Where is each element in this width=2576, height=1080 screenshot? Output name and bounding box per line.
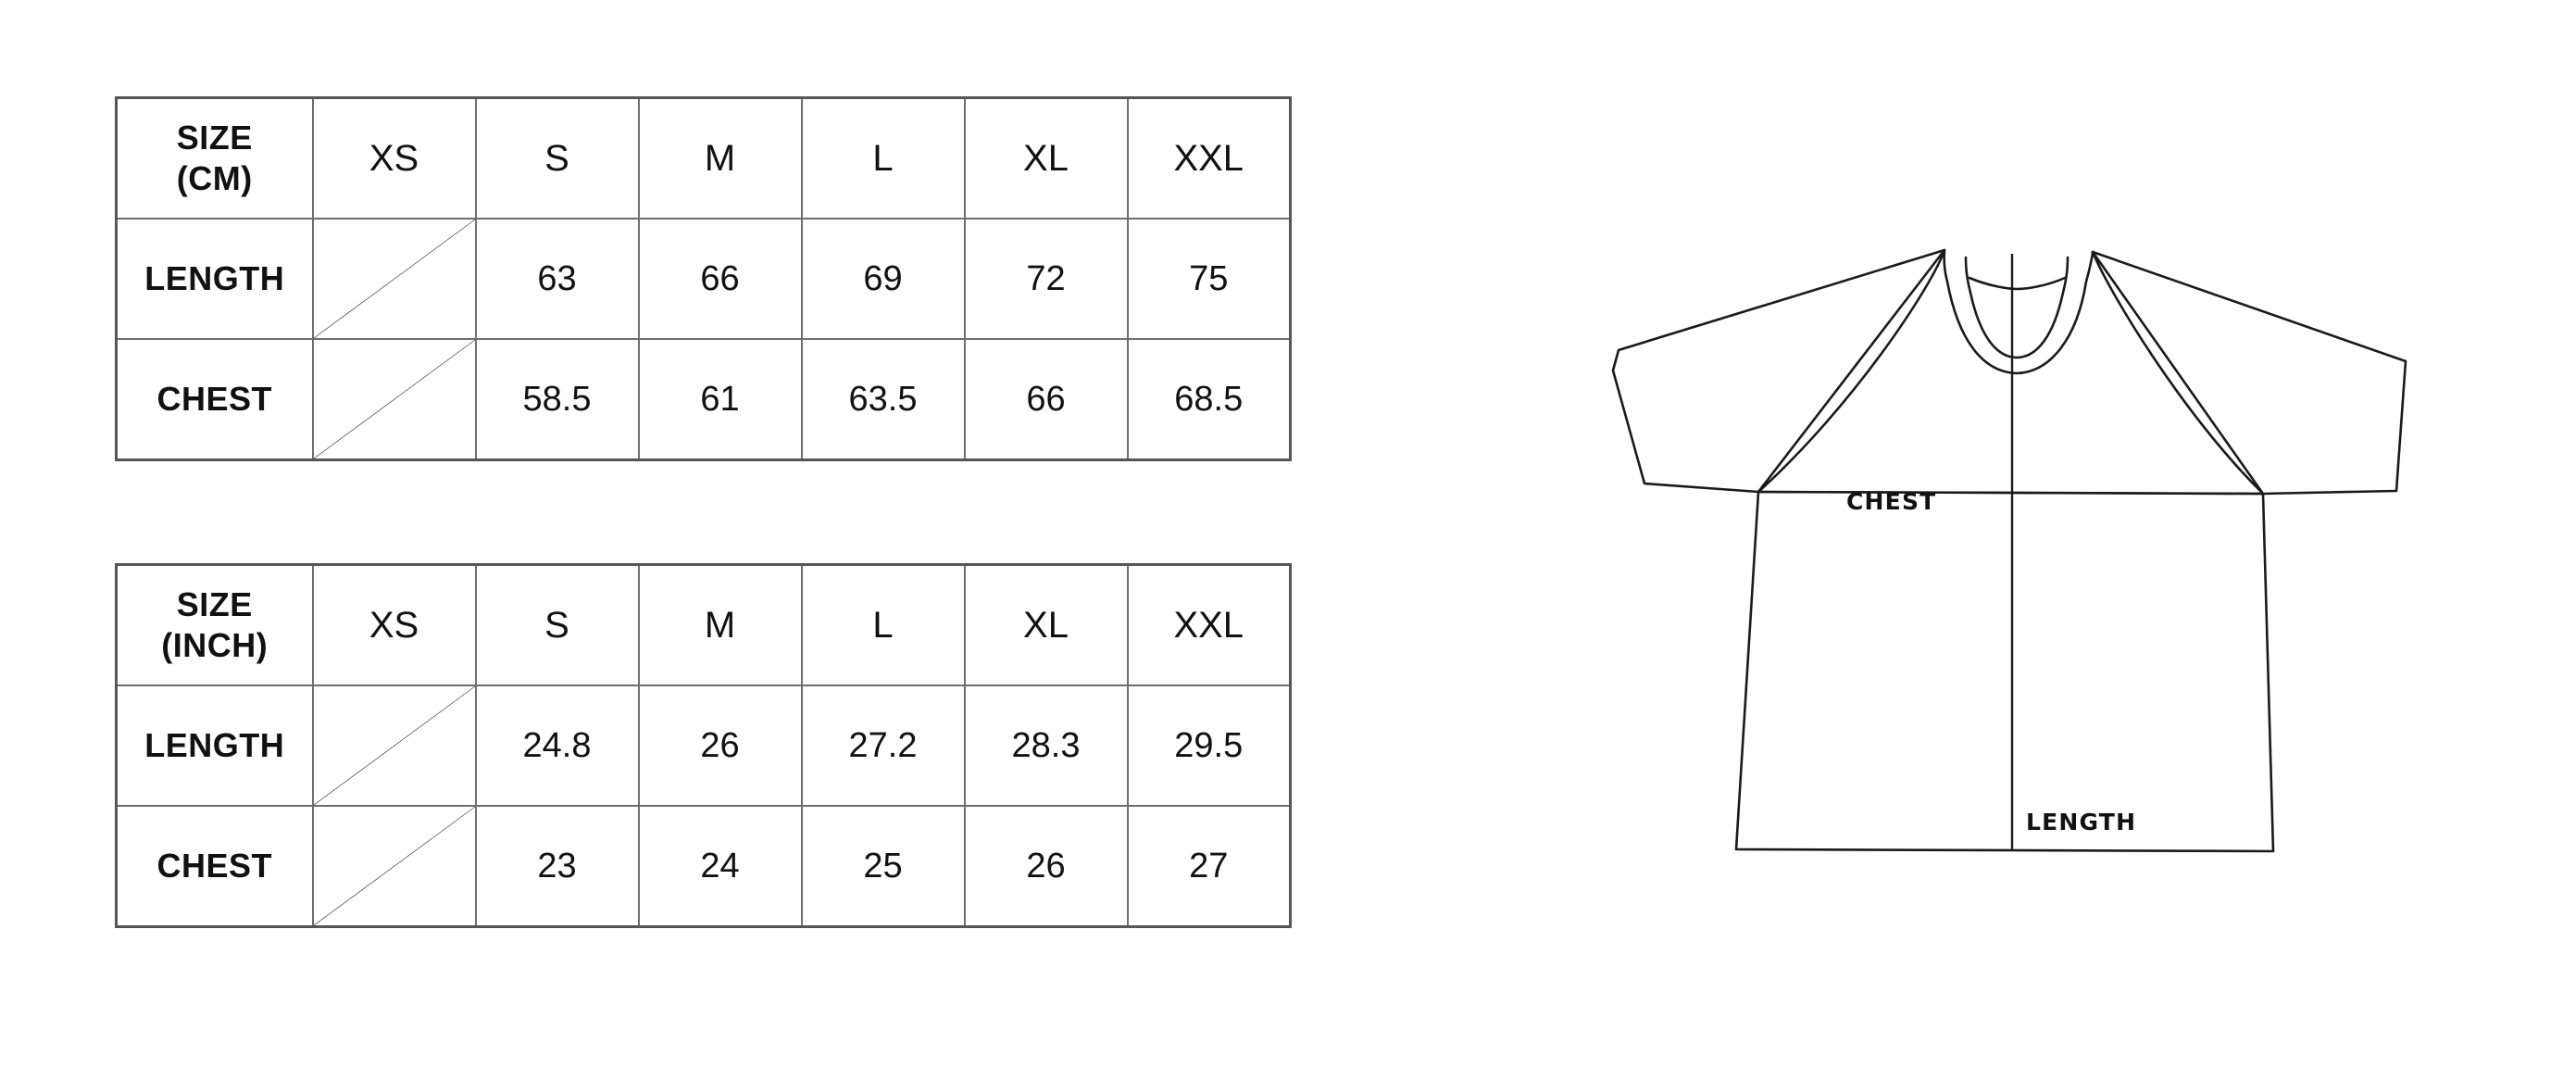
diagonal-slash-icon — [314, 340, 475, 458]
neck-opening-arc — [1968, 276, 2067, 291]
cell-chest-l: 25 — [800, 805, 966, 928]
cell-length-l: 27.2 — [800, 684, 966, 807]
table-row: CHEST 58.5 61 63.5 66 68.5 — [115, 338, 1292, 461]
right-raglan-seam — [2091, 250, 2265, 496]
row-header-length: LENGTH — [115, 218, 314, 340]
left-raglan-seam — [1757, 248, 1946, 494]
unavailable-cell — [311, 218, 477, 340]
column-header-l: L — [800, 96, 966, 220]
column-header-xs: XS — [311, 563, 477, 686]
unavailable-cell — [311, 805, 477, 928]
column-header-s: S — [474, 563, 640, 686]
cell-length-xl: 72 — [963, 218, 1129, 340]
diagonal-slash-icon — [314, 220, 475, 338]
cell-length-s: 63 — [474, 218, 640, 340]
cell-chest-xxl: 68.5 — [1126, 338, 1292, 461]
cell-chest-s: 58.5 — [474, 338, 640, 461]
size-table-inch: SIZE (INCH) XS S M L XL XXL LENGTH 24.8 … — [115, 563, 1292, 928]
table-header-row: SIZE (CM) XS S M L XL XXL — [115, 96, 1292, 220]
cell-length-m: 26 — [637, 684, 803, 807]
table-row: CHEST 23 24 25 26 27 — [115, 805, 1292, 928]
size-word: SIZE — [176, 585, 253, 624]
cell-length-l: 69 — [800, 218, 966, 340]
collar-outer-edge — [1943, 248, 2095, 375]
cell-chest-l: 63.5 — [800, 338, 966, 461]
table-row: LENGTH 63 66 69 72 75 — [115, 218, 1292, 340]
tshirt-measurement-diagram — [1574, 185, 2445, 917]
cell-chest-m: 61 — [637, 338, 803, 461]
unavailable-cell — [311, 338, 477, 461]
cell-length-s: 24.8 — [474, 684, 640, 807]
column-header-m: M — [637, 563, 803, 686]
cell-chest-xl: 26 — [963, 805, 1129, 928]
column-header-xxl: XXL — [1126, 563, 1292, 686]
cell-length-m: 66 — [637, 218, 803, 340]
tshirt-outline-icon — [1611, 248, 2407, 853]
cell-length-xxl: 29.5 — [1126, 684, 1292, 807]
length-measurement-label: LENGTH — [2026, 809, 2137, 835]
diagonal-slash-icon — [314, 686, 475, 805]
chest-measurement-label: CHEST — [1846, 488, 1937, 515]
column-header-xxl: XXL — [1126, 96, 1292, 220]
column-header-xl: XL — [963, 563, 1129, 686]
column-header-l: L — [800, 563, 966, 686]
row-header-length: LENGTH — [115, 684, 314, 807]
unit-word: (CM) — [176, 159, 253, 197]
table-header-unit-cell: SIZE (INCH) — [115, 563, 314, 686]
cell-chest-m: 24 — [637, 805, 803, 928]
cell-length-xl: 28.3 — [963, 684, 1129, 807]
table-row: LENGTH 24.8 26 27.2 28.3 29.5 — [115, 684, 1292, 807]
row-header-chest: CHEST — [115, 805, 314, 928]
column-header-s: S — [474, 96, 640, 220]
shirt-body-outline — [1734, 490, 2275, 853]
chest-measurement-line — [1757, 490, 2264, 496]
unit-word: (INCH) — [161, 626, 269, 664]
unavailable-cell — [311, 684, 477, 807]
cell-length-xxl: 75 — [1126, 218, 1292, 340]
table-header-unit-cell: SIZE (CM) — [115, 96, 314, 220]
column-header-xl: XL — [963, 96, 1129, 220]
cell-chest-xl: 66 — [963, 338, 1129, 461]
table-header-row: SIZE (INCH) XS S M L XL XXL — [115, 563, 1292, 686]
left-sleeve-outline — [1611, 248, 1946, 494]
column-header-m: M — [637, 96, 803, 220]
size-word: SIZE — [176, 119, 253, 157]
size-table-cm: SIZE (CM) XS S M L XL XXL LENGTH 63 66 6… — [115, 96, 1292, 461]
cell-chest-s: 23 — [474, 805, 640, 928]
column-header-xs: XS — [311, 96, 477, 220]
diagonal-slash-icon — [314, 807, 475, 925]
cell-chest-xxl: 27 — [1126, 805, 1292, 928]
right-sleeve-outline — [2091, 250, 2407, 496]
row-header-chest: CHEST — [115, 338, 314, 461]
collar-band-inner-edge — [1964, 256, 2070, 359]
